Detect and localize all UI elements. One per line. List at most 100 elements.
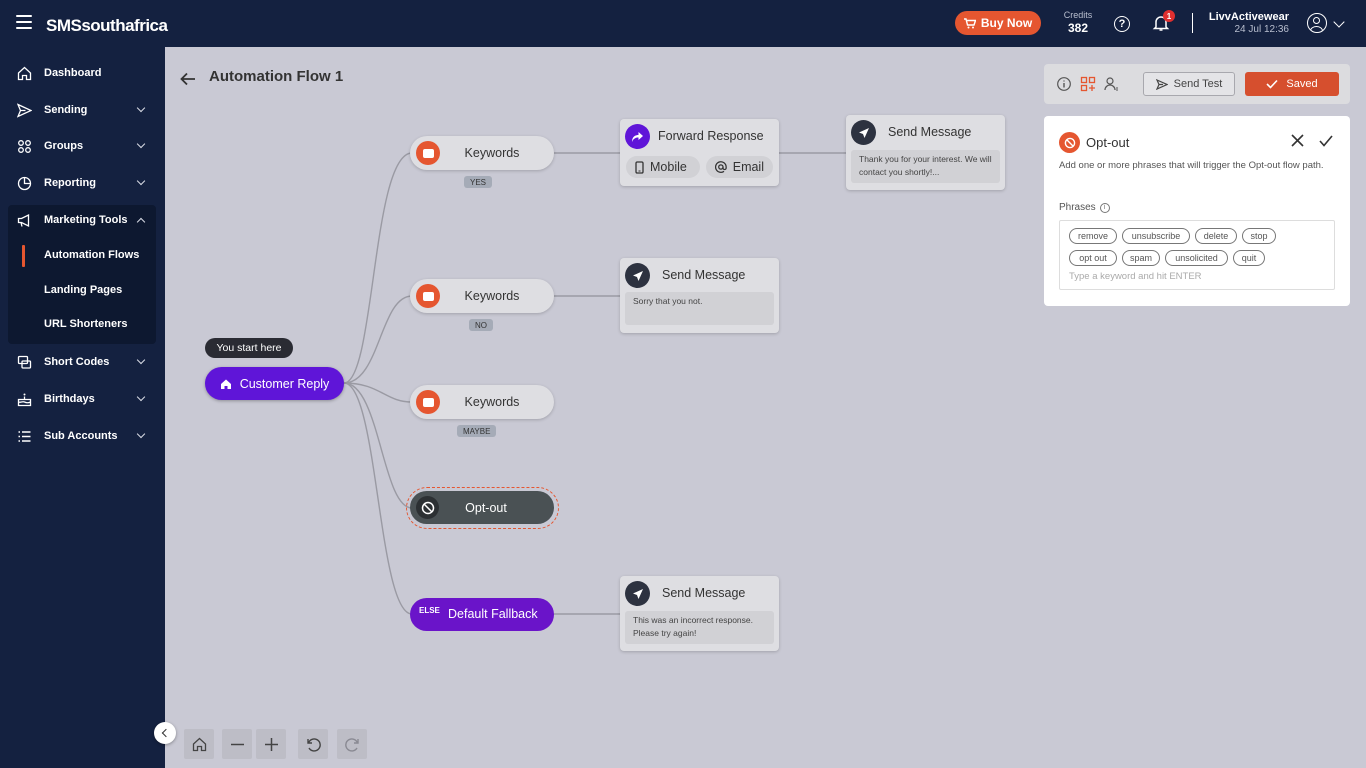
home-icon (192, 737, 206, 751)
optout-label: Opt-out (465, 501, 507, 515)
groups-icon (18, 139, 31, 153)
home-view-button[interactable] (184, 729, 214, 759)
sidebar-item-label: Groups (44, 140, 84, 152)
sidebar-subitem-automation-flows[interactable]: Automation Flows (44, 249, 140, 261)
send-message-card-1[interactable]: Send Message Thank you for your interest… (846, 115, 1005, 190)
account-date: 24 Jul 12:36 (1234, 24, 1290, 35)
sidebar-item-label: Short Codes (44, 356, 110, 368)
sidebar-subitem-url-shorteners[interactable]: URL Shorteners (44, 318, 128, 330)
send-message-card-3[interactable]: Send Message This was an incorrect respo… (620, 576, 779, 651)
send-message-card-2[interactable]: Send Message Sorry that you not. (620, 258, 779, 333)
send-message-title: Send Message (662, 268, 746, 282)
email-label: Email (732, 160, 764, 174)
panel-title: Opt-out (1086, 135, 1130, 150)
zoom-out-button[interactable] (222, 729, 252, 759)
sidebar-item-dashboard[interactable]: Dashboard (0, 58, 165, 88)
minus-icon (230, 743, 244, 745)
at-icon (715, 161, 727, 173)
optout-selection-outline (406, 487, 559, 529)
divider (1192, 13, 1193, 33)
keywords-node-maybe[interactable]: Keywords (410, 385, 554, 419)
credits-label: Credits (1063, 10, 1093, 20)
send-icon (17, 102, 32, 118)
active-indicator (22, 245, 25, 267)
default-fallback-node[interactable]: ELSE Default Fallback (410, 598, 554, 631)
phrase-chip[interactable]: opt out (1069, 250, 1117, 266)
phrase-chip[interactable]: spam (1122, 250, 1160, 266)
confirm-check-icon[interactable] (1319, 132, 1333, 150)
else-tag: ELSE (419, 606, 440, 615)
contacts-icon[interactable] (1104, 76, 1120, 92)
phrase-chip[interactable]: unsolicited (1165, 250, 1228, 266)
branch-tag-no: NO (469, 319, 493, 331)
sidebar-item-groups[interactable]: Groups (0, 131, 165, 161)
optout-node[interactable]: Opt-out (410, 491, 554, 524)
default-fallback-label: Default Fallback (448, 607, 538, 621)
mobile-pill[interactable]: Mobile (626, 156, 700, 178)
redo-button[interactable] (337, 729, 367, 759)
close-icon[interactable] (1291, 132, 1304, 150)
branch-tag-yes: YES (464, 176, 493, 188)
sidebar-item-birthdays[interactable]: Birthdays (0, 384, 165, 414)
email-pill[interactable]: Email (706, 156, 773, 178)
optout-editor-panel: Opt-out Add one or more phrases that wil… (1044, 116, 1350, 306)
mobile-label: Mobile (650, 160, 687, 174)
chat-bubble-icon (416, 390, 440, 414)
credits-value: 382 (1067, 21, 1089, 35)
add-node-icon[interactable] (1080, 76, 1096, 92)
customer-reply-node[interactable]: Customer Reply (205, 367, 344, 400)
top-bar: SMSsouthafrica Buy Now Credits 382 ? 1 L… (0, 0, 1366, 47)
sidebar-item-label: Sub Accounts (44, 430, 118, 442)
saved-button[interactable]: Saved (1245, 72, 1339, 96)
keywords-label: Keywords (464, 146, 520, 160)
forward-response-card[interactable]: Forward Response Mobile Email (620, 119, 779, 186)
info-icon[interactable] (1056, 76, 1072, 92)
keywords-node-no[interactable]: Keywords (410, 279, 554, 313)
buy-now-button[interactable]: Buy Now (955, 11, 1041, 35)
home-icon (17, 66, 32, 80)
megaphone-icon (17, 213, 30, 227)
sidebar-item-label: Reporting (44, 177, 96, 189)
keywords-node-yes[interactable]: Keywords (410, 136, 554, 170)
phrase-chip[interactable]: delete (1195, 228, 1237, 244)
mobile-icon (635, 160, 644, 174)
zoom-in-button[interactable] (256, 729, 286, 759)
cart-icon (963, 17, 976, 28)
forward-icon (625, 124, 650, 149)
phrase-chip[interactable]: stop (1242, 228, 1276, 244)
account-name: LivvActivewear (1208, 11, 1289, 23)
send-test-button[interactable]: Send Test (1143, 72, 1235, 96)
send-message-title: Send Message (888, 125, 972, 139)
info-icon[interactable]: i (1099, 202, 1110, 213)
short-codes-icon (17, 355, 32, 369)
phrase-chip[interactable]: remove (1069, 228, 1117, 244)
undo-button[interactable] (298, 729, 328, 759)
send-icon (625, 263, 650, 288)
back-arrow-icon[interactable] (180, 70, 196, 91)
customer-reply-label: Customer Reply (239, 376, 330, 391)
phrase-input-placeholder[interactable]: Type a keyword and hit ENTER (1069, 271, 1202, 282)
collapse-sidebar-button[interactable] (154, 722, 176, 744)
send-icon (851, 120, 876, 145)
sidebar-item-reporting[interactable]: Reporting (0, 168, 165, 198)
menu-icon[interactable] (16, 15, 32, 29)
credits: Credits 382 (1060, 10, 1096, 35)
phrase-chip[interactable]: unsubscribe (1122, 228, 1190, 244)
phrase-chip[interactable]: quit (1233, 250, 1265, 266)
sidebar-subitem-landing-pages[interactable]: Landing Pages (44, 284, 123, 296)
app-logo[interactable]: SMSsouthafrica (46, 16, 168, 35)
sidebar-item-sending[interactable]: Sending (0, 95, 165, 125)
sidebar-item-short-codes[interactable]: Short Codes (0, 347, 165, 377)
page-title: Automation Flow 1 (209, 68, 344, 85)
send-test-label: Send Test (1173, 78, 1223, 90)
sidebar-item-marketing-tools[interactable]: Marketing Tools (0, 205, 165, 235)
marketing-tools-group (8, 205, 156, 344)
buy-now-label: Buy Now (980, 16, 1033, 30)
phrases-input-box[interactable]: remove unsubscribe delete stop opt out s… (1059, 220, 1335, 290)
user-icon[interactable] (1307, 13, 1327, 33)
help-icon[interactable]: ? (1114, 16, 1130, 32)
sidebar-item-sub-accounts[interactable]: Sub Accounts (0, 421, 165, 451)
send-icon (625, 581, 650, 606)
saved-label: Saved (1286, 78, 1318, 90)
account-info[interactable]: LivvActivewear 24 Jul 12:36 (1200, 11, 1289, 35)
